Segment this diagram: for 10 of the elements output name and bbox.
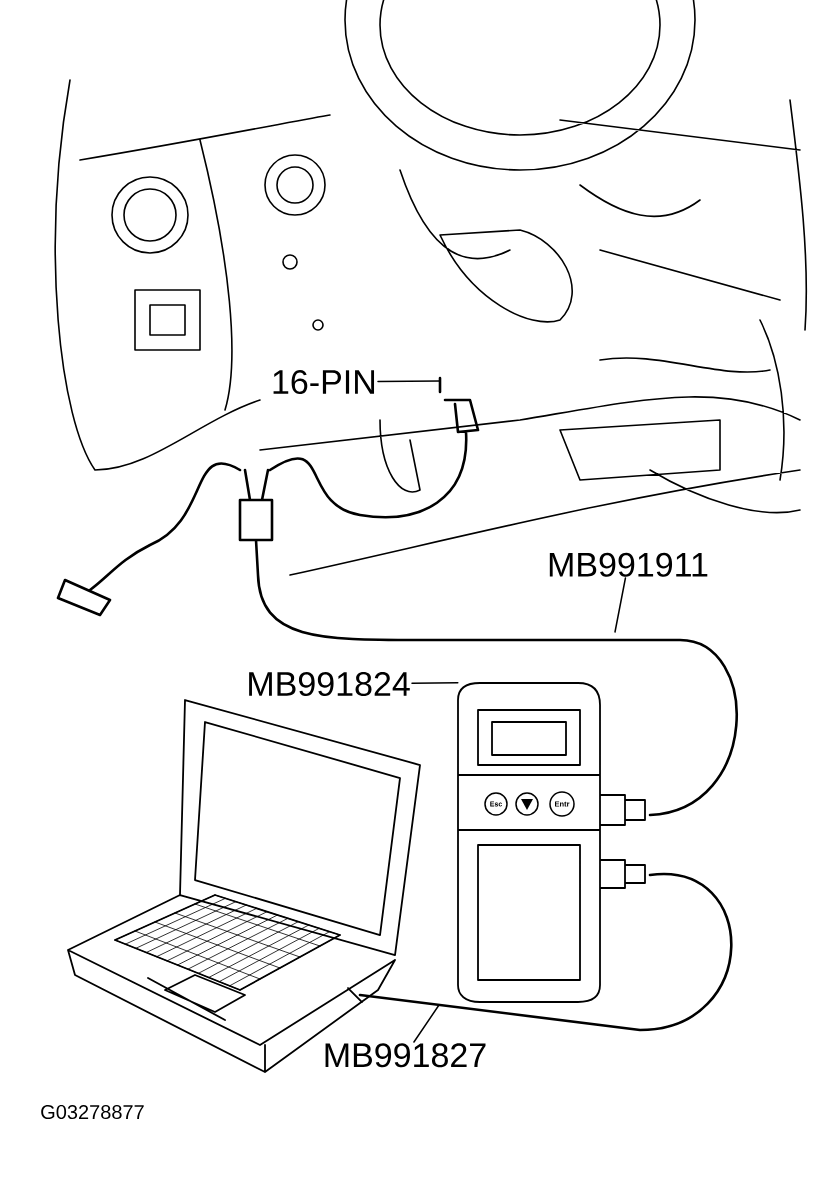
leader-line: [377, 380, 441, 383]
leader-line: [411, 682, 459, 684]
part-number-label: 16-PIN: [273, 369, 375, 395]
leader-line: [614, 577, 627, 633]
figure-code: G03278877: [41, 1104, 144, 1120]
leader-line: [413, 1004, 440, 1043]
part-number-label: MB991911: [549, 552, 708, 577]
part-number-label: MB991824: [249, 671, 410, 697]
scan-tool-drawing: [457, 682, 646, 1003]
part-number-label: MB991827: [325, 1043, 486, 1068]
